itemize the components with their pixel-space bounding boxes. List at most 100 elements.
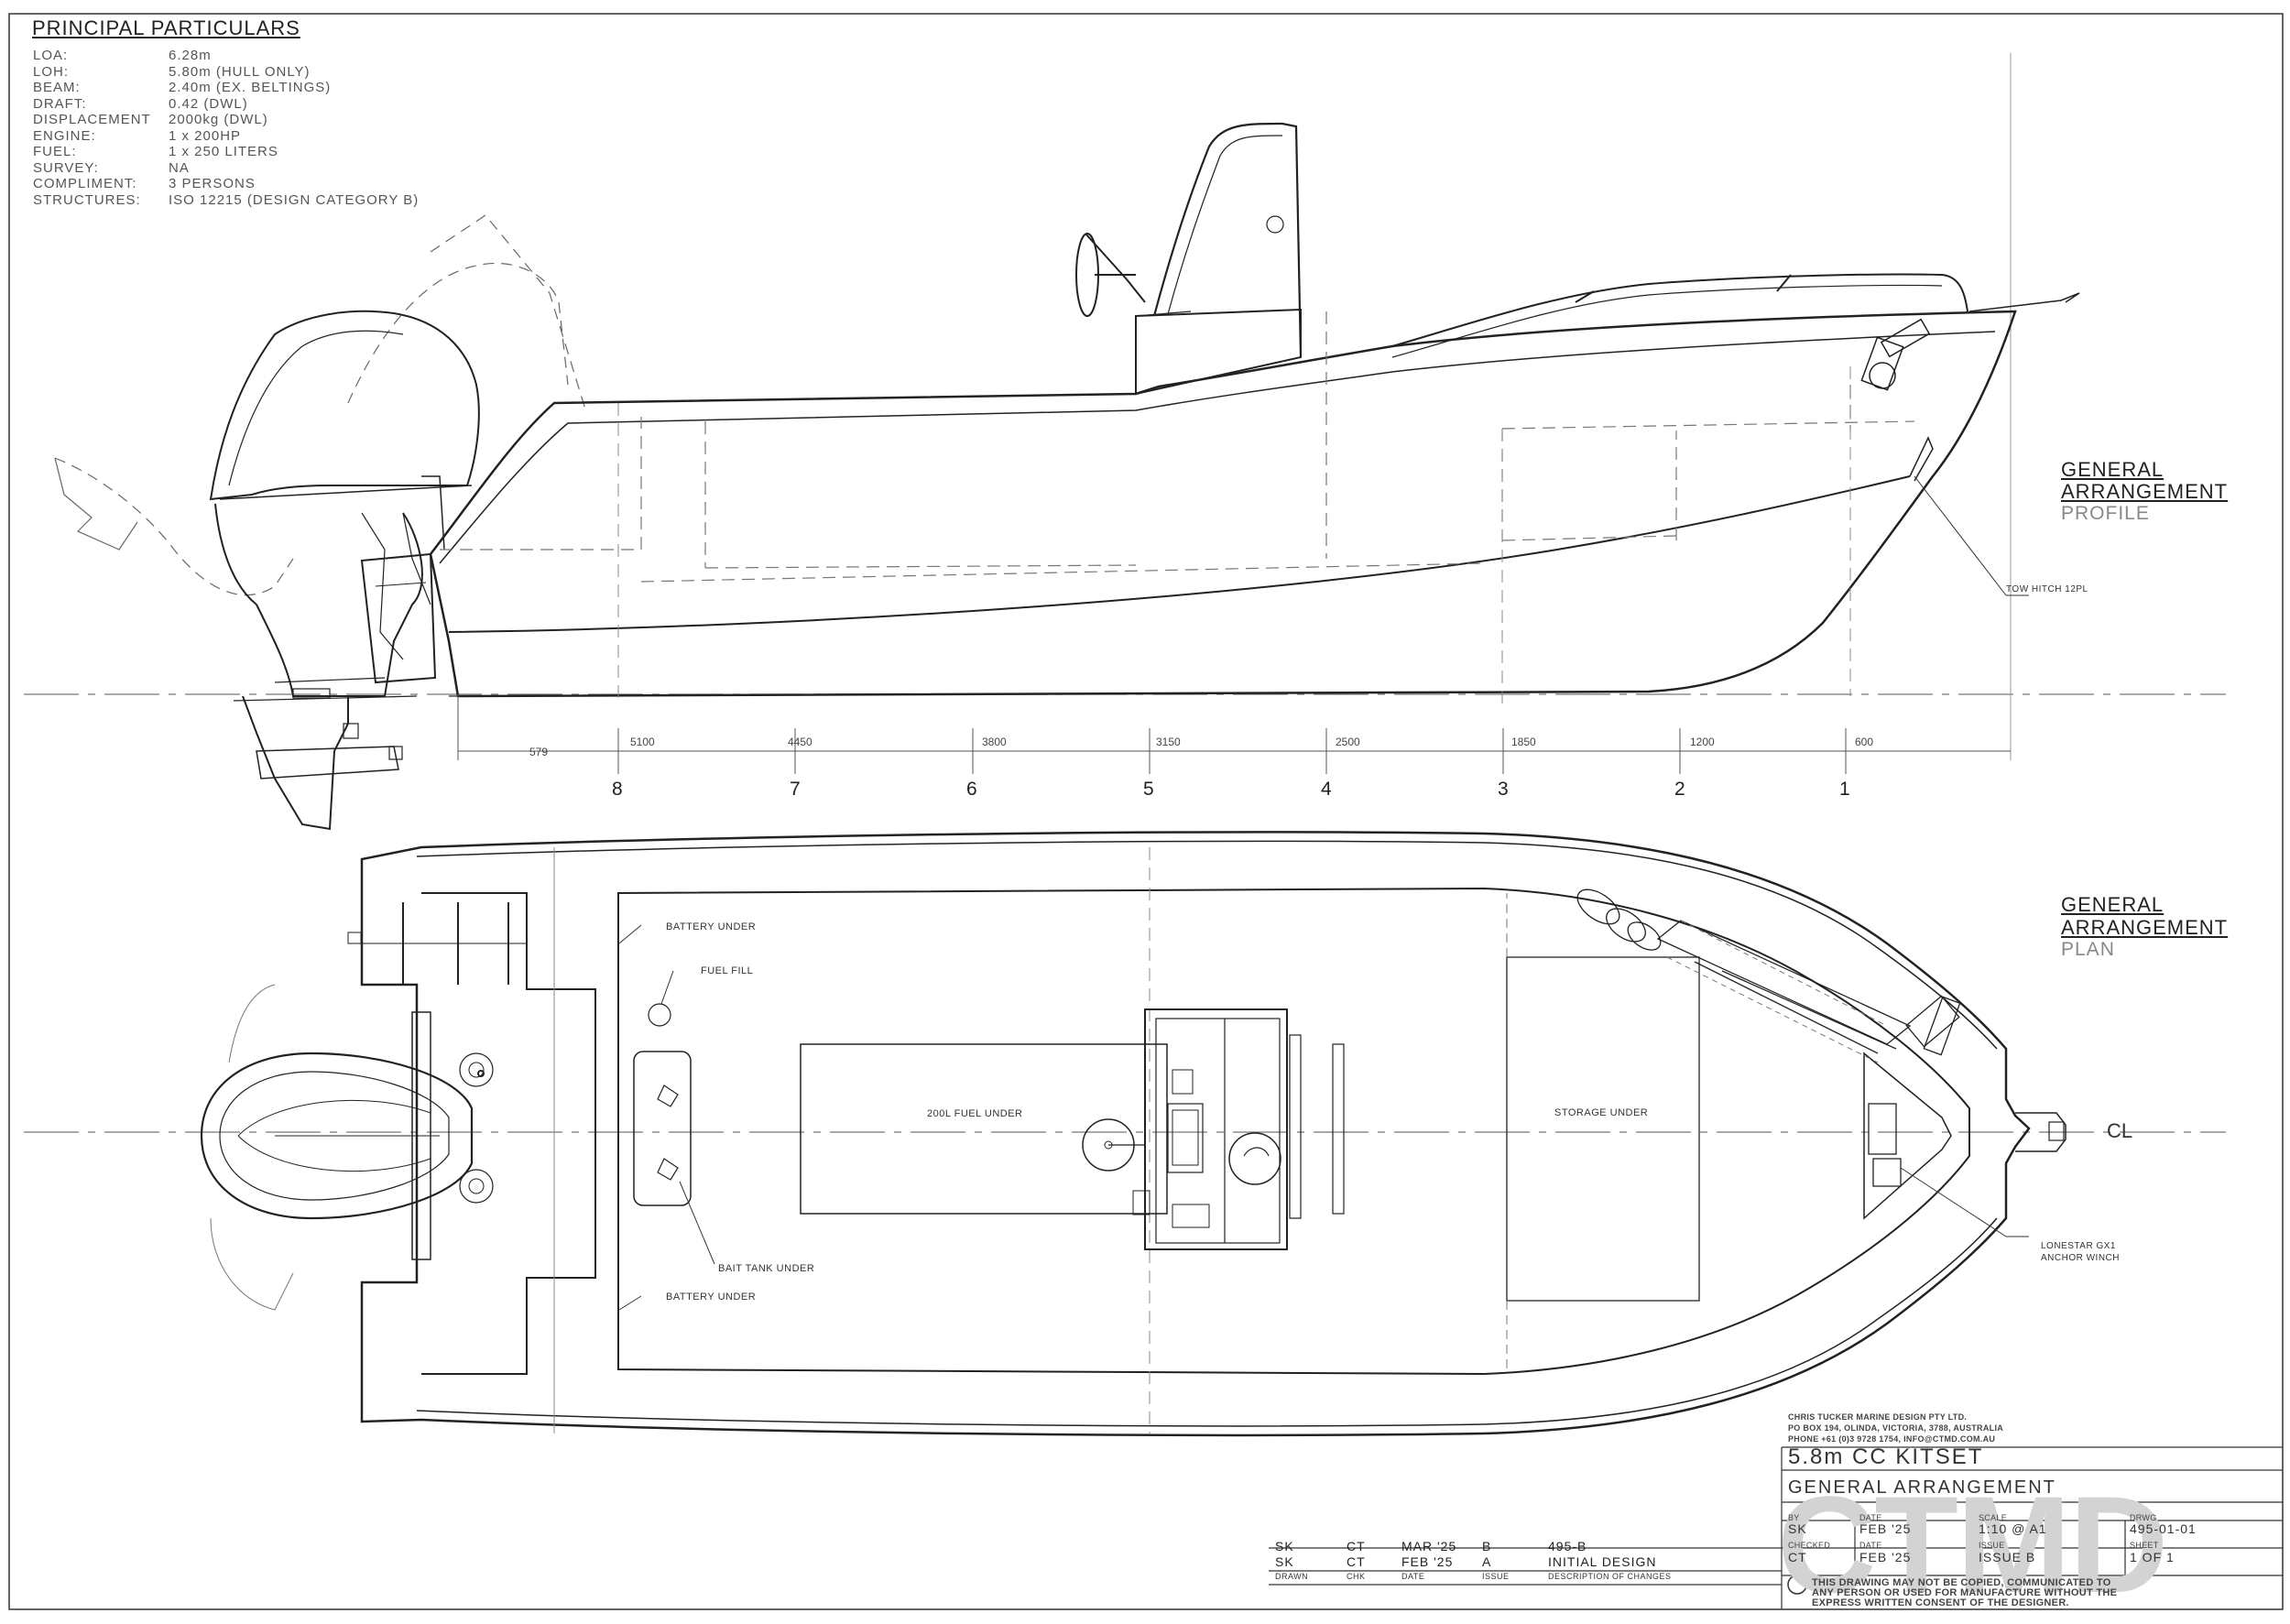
dimension-label: 3800: [982, 736, 1007, 748]
station-number: 3: [1498, 779, 1509, 800]
revision-drawn: SK: [1275, 1539, 1294, 1553]
drawing-title: GENERAL ARRANGEMENT: [1788, 1477, 2056, 1498]
title-block-lines: [1269, 1446, 2283, 1609]
ctmd-watermark: CTMD: [1777, 1467, 2168, 1621]
company-contact: PHONE +61 (0)3 9728 1754, INFO@CTMD.COM.…: [1788, 1434, 1996, 1444]
particular-row: FUEL: 1 x 250 LITERS: [33, 144, 278, 159]
issue-label: ISSUE: [1979, 1541, 2005, 1550]
date-value: FEB '25: [1859, 1521, 1912, 1536]
revision-date: FEB '25: [1401, 1554, 1454, 1569]
dimension-label: 1200: [1690, 736, 1715, 748]
principal-particulars-title: PRINCIPAL PARTICULARS: [32, 16, 300, 39]
bait-tank-label: BAIT TANK UNDER: [718, 1263, 815, 1274]
revision-desc: INITIAL DESIGN: [1548, 1554, 1657, 1569]
particular-value: 2.40m (EX. BELTINGS): [169, 80, 332, 95]
dimension-label: 3150: [1156, 736, 1181, 748]
particular-row: DISPLACEMENT 2000kg (DWL): [33, 112, 268, 127]
profile-view: [24, 53, 2226, 831]
station-number: 5: [1143, 779, 1154, 800]
sheet-label: SHEET: [2130, 1541, 2159, 1550]
particular-row: ENGINE: 1 x 200HP: [33, 128, 241, 144]
revision-issue: B: [1482, 1539, 1492, 1553]
particular-value: 3 PERSONS: [169, 176, 256, 191]
particular-value: 1 x 250 LITERS: [169, 144, 278, 159]
revision-drawn: SK: [1275, 1554, 1294, 1569]
checked-label: CHECKED: [1788, 1541, 1831, 1550]
centreline-symbol: CL: [2107, 1119, 2133, 1142]
company-address: PO BOX 194, OLINDA, VICTORIA, 3788, AUST…: [1788, 1423, 2004, 1433]
particular-value: 2000kg (DWL): [169, 112, 268, 127]
project-title: 5.8m CC KITSET: [1788, 1444, 1984, 1469]
fuel-under-label: 200L FUEL UNDER: [927, 1108, 1023, 1119]
profile-subheading: PROFILE: [2061, 503, 2150, 524]
sheet-border: [8, 13, 2284, 1610]
particular-label: DISPLACEMENT: [33, 112, 151, 127]
checked-date-value: FEB '25: [1859, 1550, 1912, 1564]
particular-value: 6.28m: [169, 48, 212, 63]
station-number: 7: [790, 779, 801, 800]
station-number: 6: [966, 779, 977, 800]
particular-row: STRUCTURES: ISO 12215 (DESIGN CATEGORY B): [33, 192, 419, 208]
rev-header-desc: DESCRIPTION OF CHANGES: [1548, 1572, 1672, 1581]
particular-label: LOA:: [33, 48, 69, 63]
dimension-label: 5100: [630, 736, 655, 748]
particular-label: BEAM:: [33, 80, 81, 95]
company-name: CHRIS TUCKER MARINE DESIGN PTY LTD.: [1788, 1412, 1968, 1422]
rev-header-date: DATE: [1401, 1572, 1425, 1581]
rev-header-drawn: DRAWN: [1275, 1572, 1309, 1581]
tow-hitch-label: TOW HITCH 12PL: [2006, 584, 2088, 594]
plan-subheading: PLAN: [2061, 939, 2115, 960]
plan-view: [24, 831, 2226, 1437]
by-value: SK: [1788, 1521, 1807, 1536]
particular-row: DRAFT: 0.42 (DWL): [33, 96, 248, 112]
particular-row: SURVEY:NA: [33, 160, 190, 176]
particular-row: COMPLIMENT: 3 PERSONS: [33, 176, 256, 191]
hull-plan: [360, 831, 2031, 1437]
particular-row: LOH: 5.80m (HULL ONLY): [33, 64, 311, 80]
particular-label: ENGINE:: [33, 127, 96, 144]
revision-chk: CT: [1347, 1539, 1366, 1553]
revision-date: MAR '25: [1401, 1539, 1457, 1553]
station-number: 4: [1321, 779, 1332, 800]
particular-value: NA: [169, 159, 190, 176]
outboard-plan: [200, 1052, 474, 1220]
plan-heading-2: ARRANGEMENT: [2061, 916, 2229, 939]
particular-value: 1 x 200HP: [169, 127, 242, 144]
particular-row: LOA: 6.28m: [33, 48, 212, 63]
scale-label: SCALE: [1979, 1513, 2008, 1522]
particular-label: COMPLIMENT:: [33, 176, 137, 191]
dimension-label: 1850: [1511, 736, 1536, 748]
particular-row: BEAM: 2.40m (EX. BELTINGS): [33, 80, 331, 95]
t-top-frame: [1152, 122, 1303, 358]
copyright-line-1: THIS DRAWING MAY NOT BE COPIED, COMMUNIC…: [1812, 1577, 2111, 1588]
dimension-label: 4450: [788, 736, 812, 748]
particular-label: LOH:: [33, 63, 70, 80]
rev-header-chk: CHK: [1347, 1572, 1366, 1581]
station-number: 1: [1839, 779, 1850, 800]
dimension-label: 2500: [1336, 736, 1360, 748]
storage-outline: [1506, 956, 1700, 1302]
date-label: DATE: [1859, 1513, 1882, 1522]
drwg-value: 495-01-01: [2130, 1521, 2197, 1536]
particular-value: 0.42 (DWL): [169, 95, 248, 112]
particular-value: 5.80m (HULL ONLY): [169, 63, 311, 80]
station-number: 2: [1674, 779, 1685, 800]
drwg-label: DRWG: [2130, 1513, 2157, 1522]
copyright-line-3: EXPRESS WRITTEN CONSENT OF THE DESIGNER.: [1812, 1597, 2069, 1608]
sheet-value: 1 OF 1: [2130, 1550, 2175, 1564]
battery-under-label-1: BATTERY UNDER: [666, 921, 757, 932]
particular-label: STRUCTURES:: [33, 191, 141, 208]
particular-label: DRAFT:: [33, 95, 87, 112]
outboard-cowling: [209, 310, 480, 501]
by-label: BY: [1788, 1513, 1800, 1522]
storage-under-label: STORAGE UNDER: [1554, 1107, 1649, 1118]
fuel-tank-outline: [800, 1043, 1168, 1215]
dimension-label: 600: [1855, 736, 1874, 748]
winch-label-2: ANCHOR WINCH: [2041, 1253, 2120, 1263]
profile-heading-1: GENERAL: [2061, 458, 2165, 481]
rev-header-issue: ISSUE: [1482, 1572, 1510, 1581]
particular-value: ISO 12215 (DESIGN CATEGORY B): [169, 191, 420, 208]
particular-label: FUEL:: [33, 144, 77, 159]
